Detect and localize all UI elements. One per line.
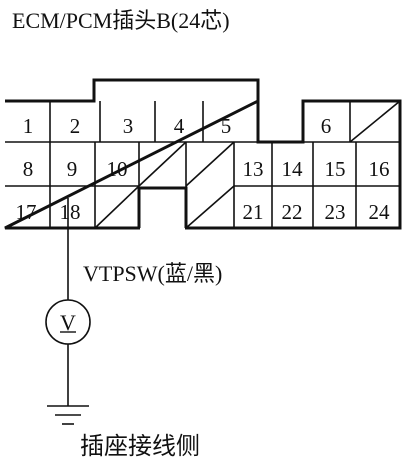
diagram-title: ECM/PCM插头B(24芯) xyxy=(12,8,230,33)
pin-5-label: 5 xyxy=(221,114,232,138)
pin-18-label: 18 xyxy=(60,200,81,224)
pin-24-label: 24 xyxy=(369,200,391,224)
wire-label: VTPSW(蓝/黑) xyxy=(83,261,223,286)
pin-23-label: 23 xyxy=(325,200,346,224)
voltmeter-label: V xyxy=(60,310,76,335)
pin-6-label: 6 xyxy=(321,114,332,138)
connector-side-label: 插座接线侧 xyxy=(80,434,200,460)
pin-9-label: 9 xyxy=(67,157,78,181)
pin-13-label: 13 xyxy=(243,157,264,181)
connector-key-notch xyxy=(137,186,188,230)
pin-16-label: 16 xyxy=(369,157,390,181)
pin-8-label: 8 xyxy=(23,157,34,181)
voltmeter-symbol: V xyxy=(45,299,91,345)
pin-3-label: 3 xyxy=(123,114,134,138)
blank-cavity-marks xyxy=(94,100,401,229)
pin-15-label: 15 xyxy=(325,157,346,181)
pin-21-label: 21 xyxy=(243,200,264,224)
pin-10-label: 10 xyxy=(107,157,128,181)
connector-outline xyxy=(4,78,402,230)
ground-icon xyxy=(47,405,89,425)
pin-17-label: 17 xyxy=(16,200,37,224)
pin-2-label: 2 xyxy=(70,114,81,138)
pin-14-label: 14 xyxy=(282,157,304,181)
pin-22-label: 22 xyxy=(282,200,303,224)
pin-4-label: 4 xyxy=(174,114,185,138)
pin-1-label: 1 xyxy=(23,114,34,138)
